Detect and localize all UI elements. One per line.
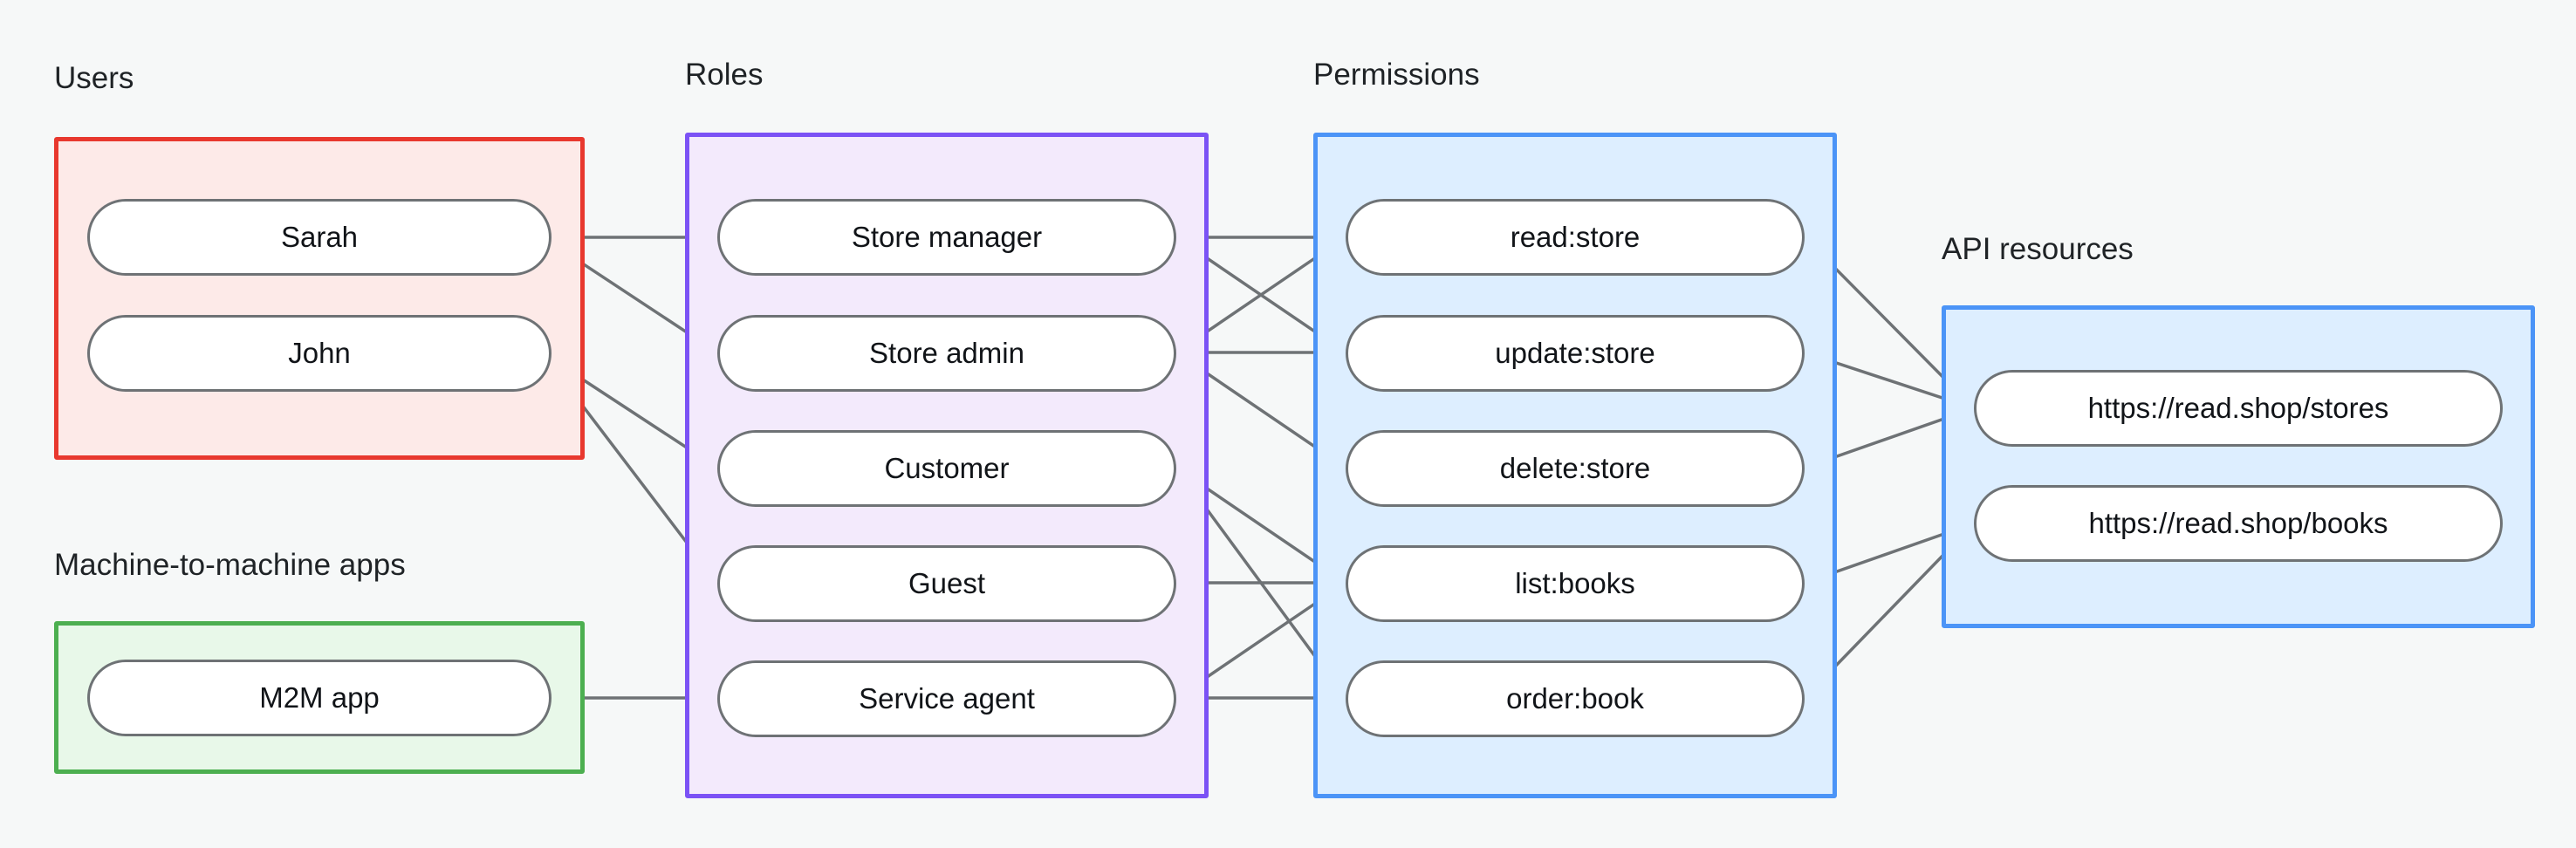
node-john[interactable]: John (87, 315, 552, 392)
node-res-stores[interactable]: https://read.shop/stores (1974, 370, 2503, 447)
node-sarah[interactable]: Sarah (87, 199, 552, 276)
node-customer[interactable]: Customer (717, 430, 1176, 507)
node-guest[interactable]: Guest (717, 545, 1176, 622)
group-label-m2m: Machine-to-machine apps (54, 548, 406, 582)
node-list-books[interactable]: list:books (1346, 545, 1805, 622)
group-container-api-resources (1942, 305, 2535, 628)
group-label-permissions: Permissions (1313, 58, 1480, 92)
node-m2m-app[interactable]: M2M app (87, 660, 552, 736)
group-label-users: Users (54, 61, 134, 95)
node-update-store[interactable]: update:store (1346, 315, 1805, 392)
node-store-admin[interactable]: Store admin (717, 315, 1176, 392)
node-delete-store[interactable]: delete:store (1346, 430, 1805, 507)
node-service-agent[interactable]: Service agent (717, 660, 1176, 737)
group-label-api-resources: API resources (1942, 232, 2134, 266)
group-container-users (54, 137, 585, 460)
node-store-manager[interactable]: Store manager (717, 199, 1176, 276)
node-res-books[interactable]: https://read.shop/books (1974, 485, 2503, 562)
node-read-store[interactable]: read:store (1346, 199, 1805, 276)
node-order-book[interactable]: order:book (1346, 660, 1805, 737)
group-label-roles: Roles (685, 58, 764, 92)
